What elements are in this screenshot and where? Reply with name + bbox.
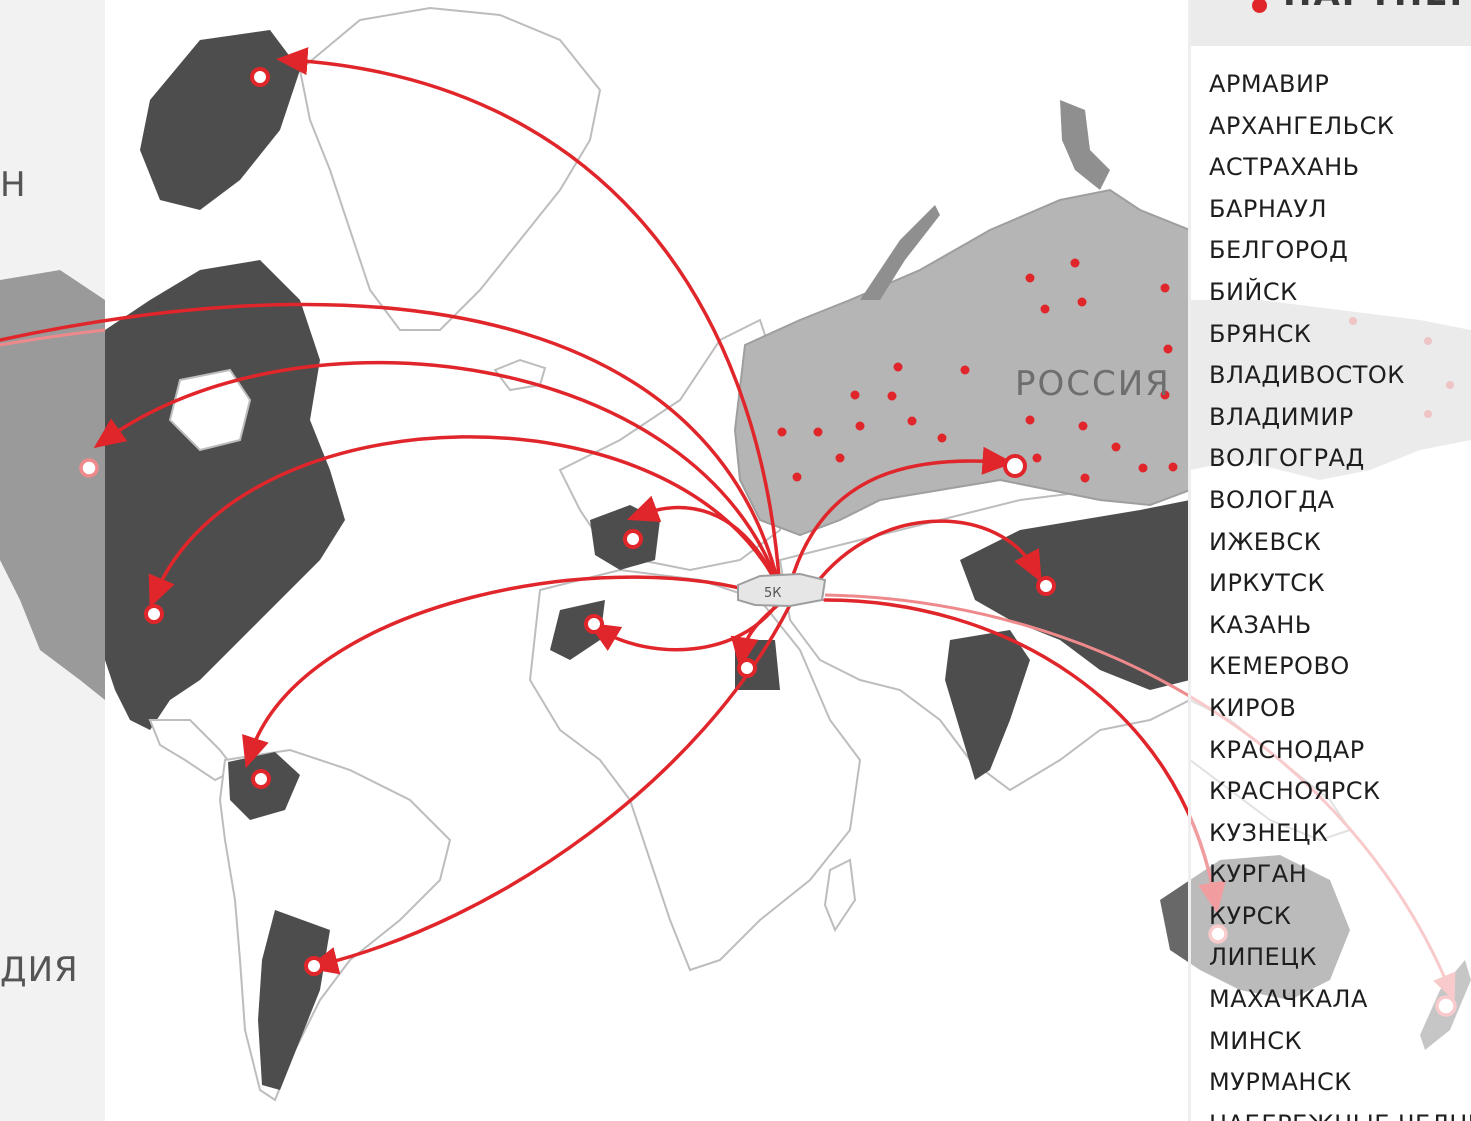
partner-city-item[interactable]: МУРМАНСК [1209, 1068, 1352, 1097]
partners-panel-header: ПАРТНЕРЫ [1191, 0, 1471, 46]
turkey-hub [737, 572, 827, 608]
canada-arctic-islands [140, 30, 300, 210]
partner-city-item[interactable]: АРМАВИР [1209, 70, 1330, 98]
partner-city-item[interactable]: ВОЛОГДА [1209, 485, 1335, 514]
partner-city-item[interactable]: АСТРАХАНЬ [1209, 153, 1360, 182]
route-arc-egypt [730, 603, 780, 669]
hudson-bay [168, 368, 252, 452]
novaya-zemlya [1060, 100, 1110, 190]
partner-city-item[interactable]: ВЛАДИВОСТОК [1209, 361, 1405, 390]
route-arc-west-light [0, 328, 106, 347]
partner-city-list: АРМАВИР АРХАНГЕЛЬСК АСТРАХАНЬ БАРНАУЛ БЕЛГОР… [1209, 64, 1471, 1121]
partners-panel: ПАРТНЕРЫ АРМАВИР АРХАНГЕЛЬСК АСТРАХАНЬ БАРН… [1188, 0, 1471, 1121]
marker-china [1036, 576, 1056, 596]
partner-city-item[interactable]: МИНСК [1209, 1026, 1303, 1055]
left-country-label-top: Н [0, 165, 27, 205]
partner-city-item[interactable]: МАХАЧКАЛА [1209, 985, 1368, 1014]
route-arc-russia [788, 446, 1014, 587]
partner-city-item[interactable]: БАРНАУЛ [1209, 194, 1327, 223]
route-arc-greenland [276, 47, 782, 592]
destination-markers [144, 67, 1056, 976]
russia-country [733, 188, 1191, 537]
russia-label: РОССИЯ [1015, 364, 1171, 404]
western-north-america [0, 270, 105, 700]
marker-morocco [584, 614, 604, 634]
partner-city-item[interactable]: ИРКУТСК [1209, 569, 1326, 598]
marker-greenland [250, 67, 270, 87]
partner-city-item[interactable]: КРАСНОДАР [1209, 735, 1365, 764]
partner-city-item[interactable]: КУЗНЕЦК [1209, 818, 1329, 847]
partner-city-item[interactable]: КРАСНОЯРСК [1209, 777, 1381, 806]
partner-city-item[interactable]: КАЗАНЬ [1209, 610, 1312, 639]
marker-argentina [304, 956, 324, 976]
route-arc-china [813, 519, 1042, 587]
route-arc-colombia [242, 575, 782, 769]
madagascar-landmass [823, 858, 857, 933]
partner-city-item[interactable]: БЕЛГОРОД [1209, 236, 1349, 265]
partner-city-item[interactable]: ВОЛГОГРАД [1209, 444, 1365, 473]
india-country [945, 630, 1030, 780]
canada-usa-landmass [105, 260, 345, 730]
marker-france [623, 529, 643, 549]
partner-city-item[interactable]: БИЙСК [1209, 277, 1298, 306]
central-america [148, 719, 237, 782]
left-country-label-bottom: ДИЯ [0, 950, 79, 990]
marker-canada [79, 458, 99, 478]
partner-city-item[interactable]: КУРСК [1209, 901, 1292, 930]
partner-city-item[interactable]: ЛИПЕЦК [1209, 943, 1317, 972]
route-arc-west-1 [0, 302, 782, 592]
route-arc-france [626, 495, 782, 592]
arctic-coast-peninsula [860, 205, 940, 300]
partner-city-item[interactable]: ВЛАДИМИР [1209, 402, 1354, 431]
marker-russia [1003, 454, 1027, 478]
hub-logo-label: 5К [764, 586, 782, 601]
route-arc-usa [148, 435, 782, 608]
partner-city-item[interactable]: ИЖЕВСК [1209, 527, 1322, 556]
route-arc-canada [93, 360, 782, 592]
partner-dot-icon [1252, 0, 1267, 13]
greenland-landmass [298, 6, 602, 331]
partner-city-item[interactable]: НАБЕРЕЖНЫЕ ЧЕЛНЫ [1209, 1104, 1471, 1121]
marker-egypt [737, 658, 757, 678]
partner-city-item[interactable]: КИРОВ [1209, 693, 1297, 722]
partners-panel-title: ПАРТНЕРЫ [1283, 0, 1471, 14]
partner-city-item[interactable]: БРЯНСК [1209, 319, 1312, 348]
partner-city-item[interactable]: КУРГАН [1209, 860, 1308, 889]
partner-city-item[interactable]: КЕМЕРОВО [1209, 652, 1350, 681]
partner-city-item[interactable]: АРХАНГЕЛЬСК [1209, 111, 1395, 140]
marker-colombia [251, 769, 271, 789]
marker-usa [144, 604, 164, 624]
